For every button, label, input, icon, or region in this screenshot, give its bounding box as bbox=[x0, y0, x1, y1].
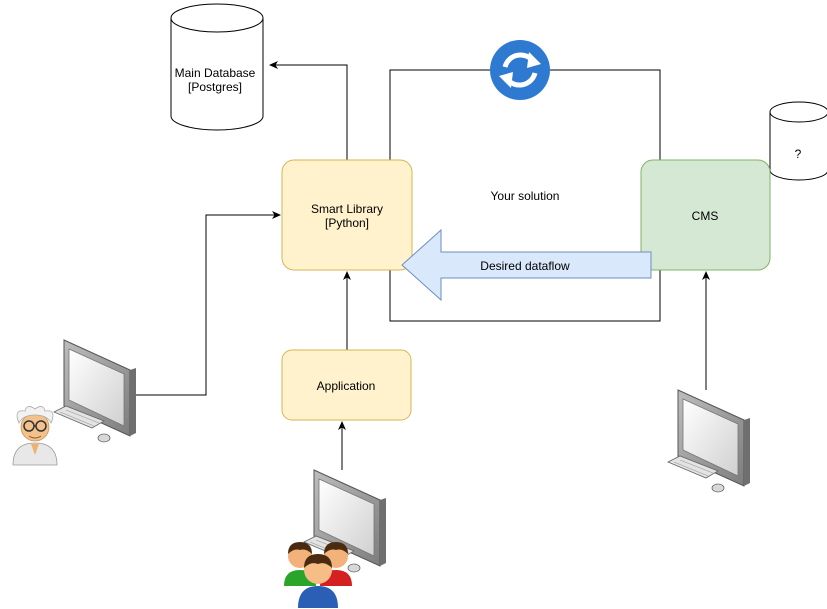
application-label: Application bbox=[317, 379, 376, 393]
users-group-icon bbox=[284, 542, 352, 608]
cms-workstation-icon bbox=[667, 389, 751, 493]
desired-dataflow-label: Desired dataflow bbox=[480, 259, 570, 273]
smart-library-node[interactable]: Smart Library [Python] bbox=[281, 159, 413, 271]
main-database-title: Main Database bbox=[175, 66, 256, 80]
smart-library-title: Smart Library bbox=[311, 202, 383, 216]
smart-library-subtitle: [Python] bbox=[325, 216, 369, 230]
cms-node[interactable]: CMS bbox=[640, 159, 771, 271]
admin-to-library-edge bbox=[133, 211, 281, 396]
sync-icon bbox=[490, 40, 550, 100]
main-database[interactable]: Main Database [Postgres] bbox=[170, 3, 264, 131]
library-to-database-edge bbox=[269, 61, 348, 160]
scientist-icon bbox=[12, 406, 58, 466]
main-database-subtitle: [Postgres] bbox=[188, 80, 242, 94]
connectors bbox=[133, 61, 710, 470]
unknown-store[interactable]: ? bbox=[769, 101, 827, 181]
cms-label: CMS bbox=[692, 209, 719, 223]
application-node[interactable]: Application bbox=[281, 349, 412, 421]
your-solution-label: Your solution bbox=[491, 189, 560, 203]
unknown-store-label: ? bbox=[795, 147, 802, 161]
admin-workstation-icon bbox=[53, 339, 137, 443]
desired-dataflow-arrow: Desired dataflow bbox=[401, 228, 652, 302]
